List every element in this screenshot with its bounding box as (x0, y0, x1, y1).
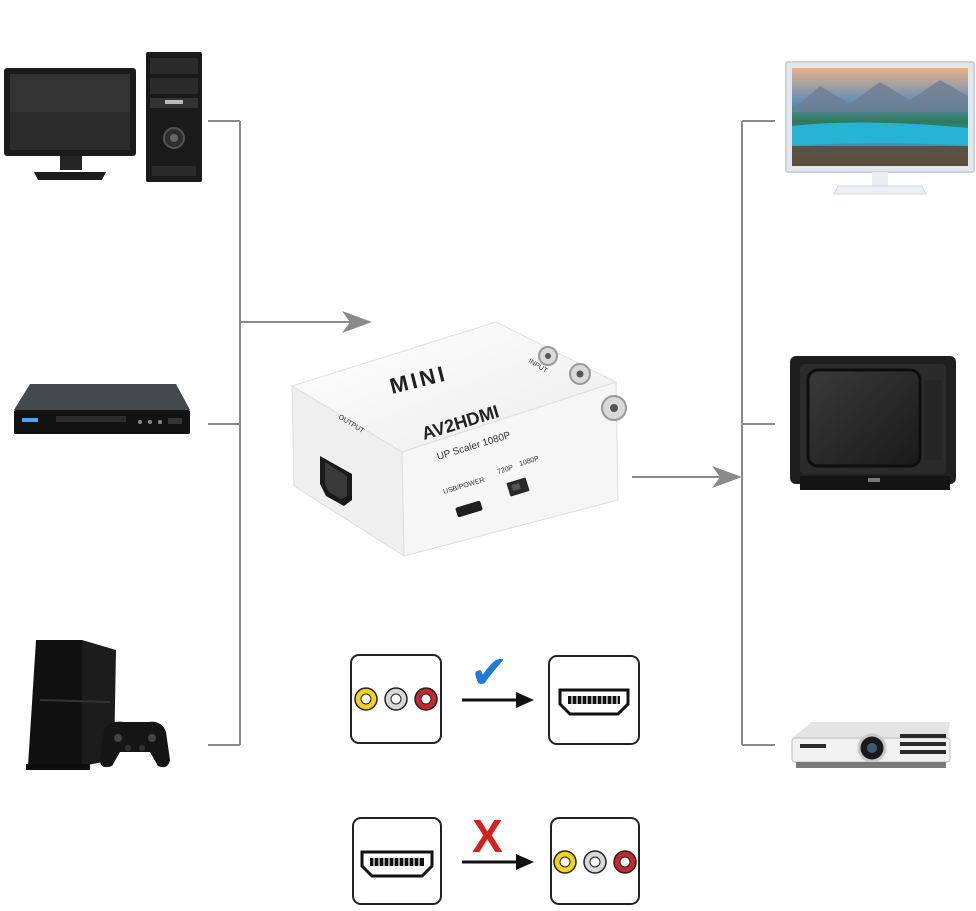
lcd-monitor-icon (785, 61, 975, 195)
mini-usb-port (455, 500, 483, 518)
legend-supported: ✔ (350, 645, 640, 745)
display-bracket (632, 120, 775, 746)
gamepad-icon (100, 721, 170, 768)
rca-connectors-icon (354, 687, 438, 711)
hdmi-connector-icon-2 (360, 850, 434, 878)
arrow-to-converter-icon (342, 311, 372, 333)
projector-icon (791, 722, 951, 768)
pc-desktop-icon (4, 52, 202, 182)
cross-mark-icon: X (472, 810, 503, 862)
right-arrow-icon (516, 692, 534, 708)
game-console-icon (26, 640, 170, 770)
right-arrow-icon-2 (516, 854, 534, 870)
resolution-switch (506, 477, 530, 497)
legend-unsupported: X (352, 810, 640, 905)
switch-720-label: 720P (497, 464, 515, 476)
check-mark-icon: ✔ (470, 645, 509, 699)
hdmi-connector-icon (558, 688, 630, 716)
converter-box: MINI AV2HDMI UP Scaler 1080P OUTPUT INPU… (290, 321, 627, 557)
rca-input-jacks (538, 346, 627, 421)
source-bracket (208, 120, 352, 746)
converter-left-face (291, 385, 405, 557)
crt-tv-icon (790, 356, 956, 490)
rca-connectors-icon-2 (553, 850, 637, 874)
blu-ray-player-icon (14, 384, 190, 434)
arrow-to-displays-icon (712, 466, 742, 488)
hdmi-output-port (320, 456, 352, 506)
